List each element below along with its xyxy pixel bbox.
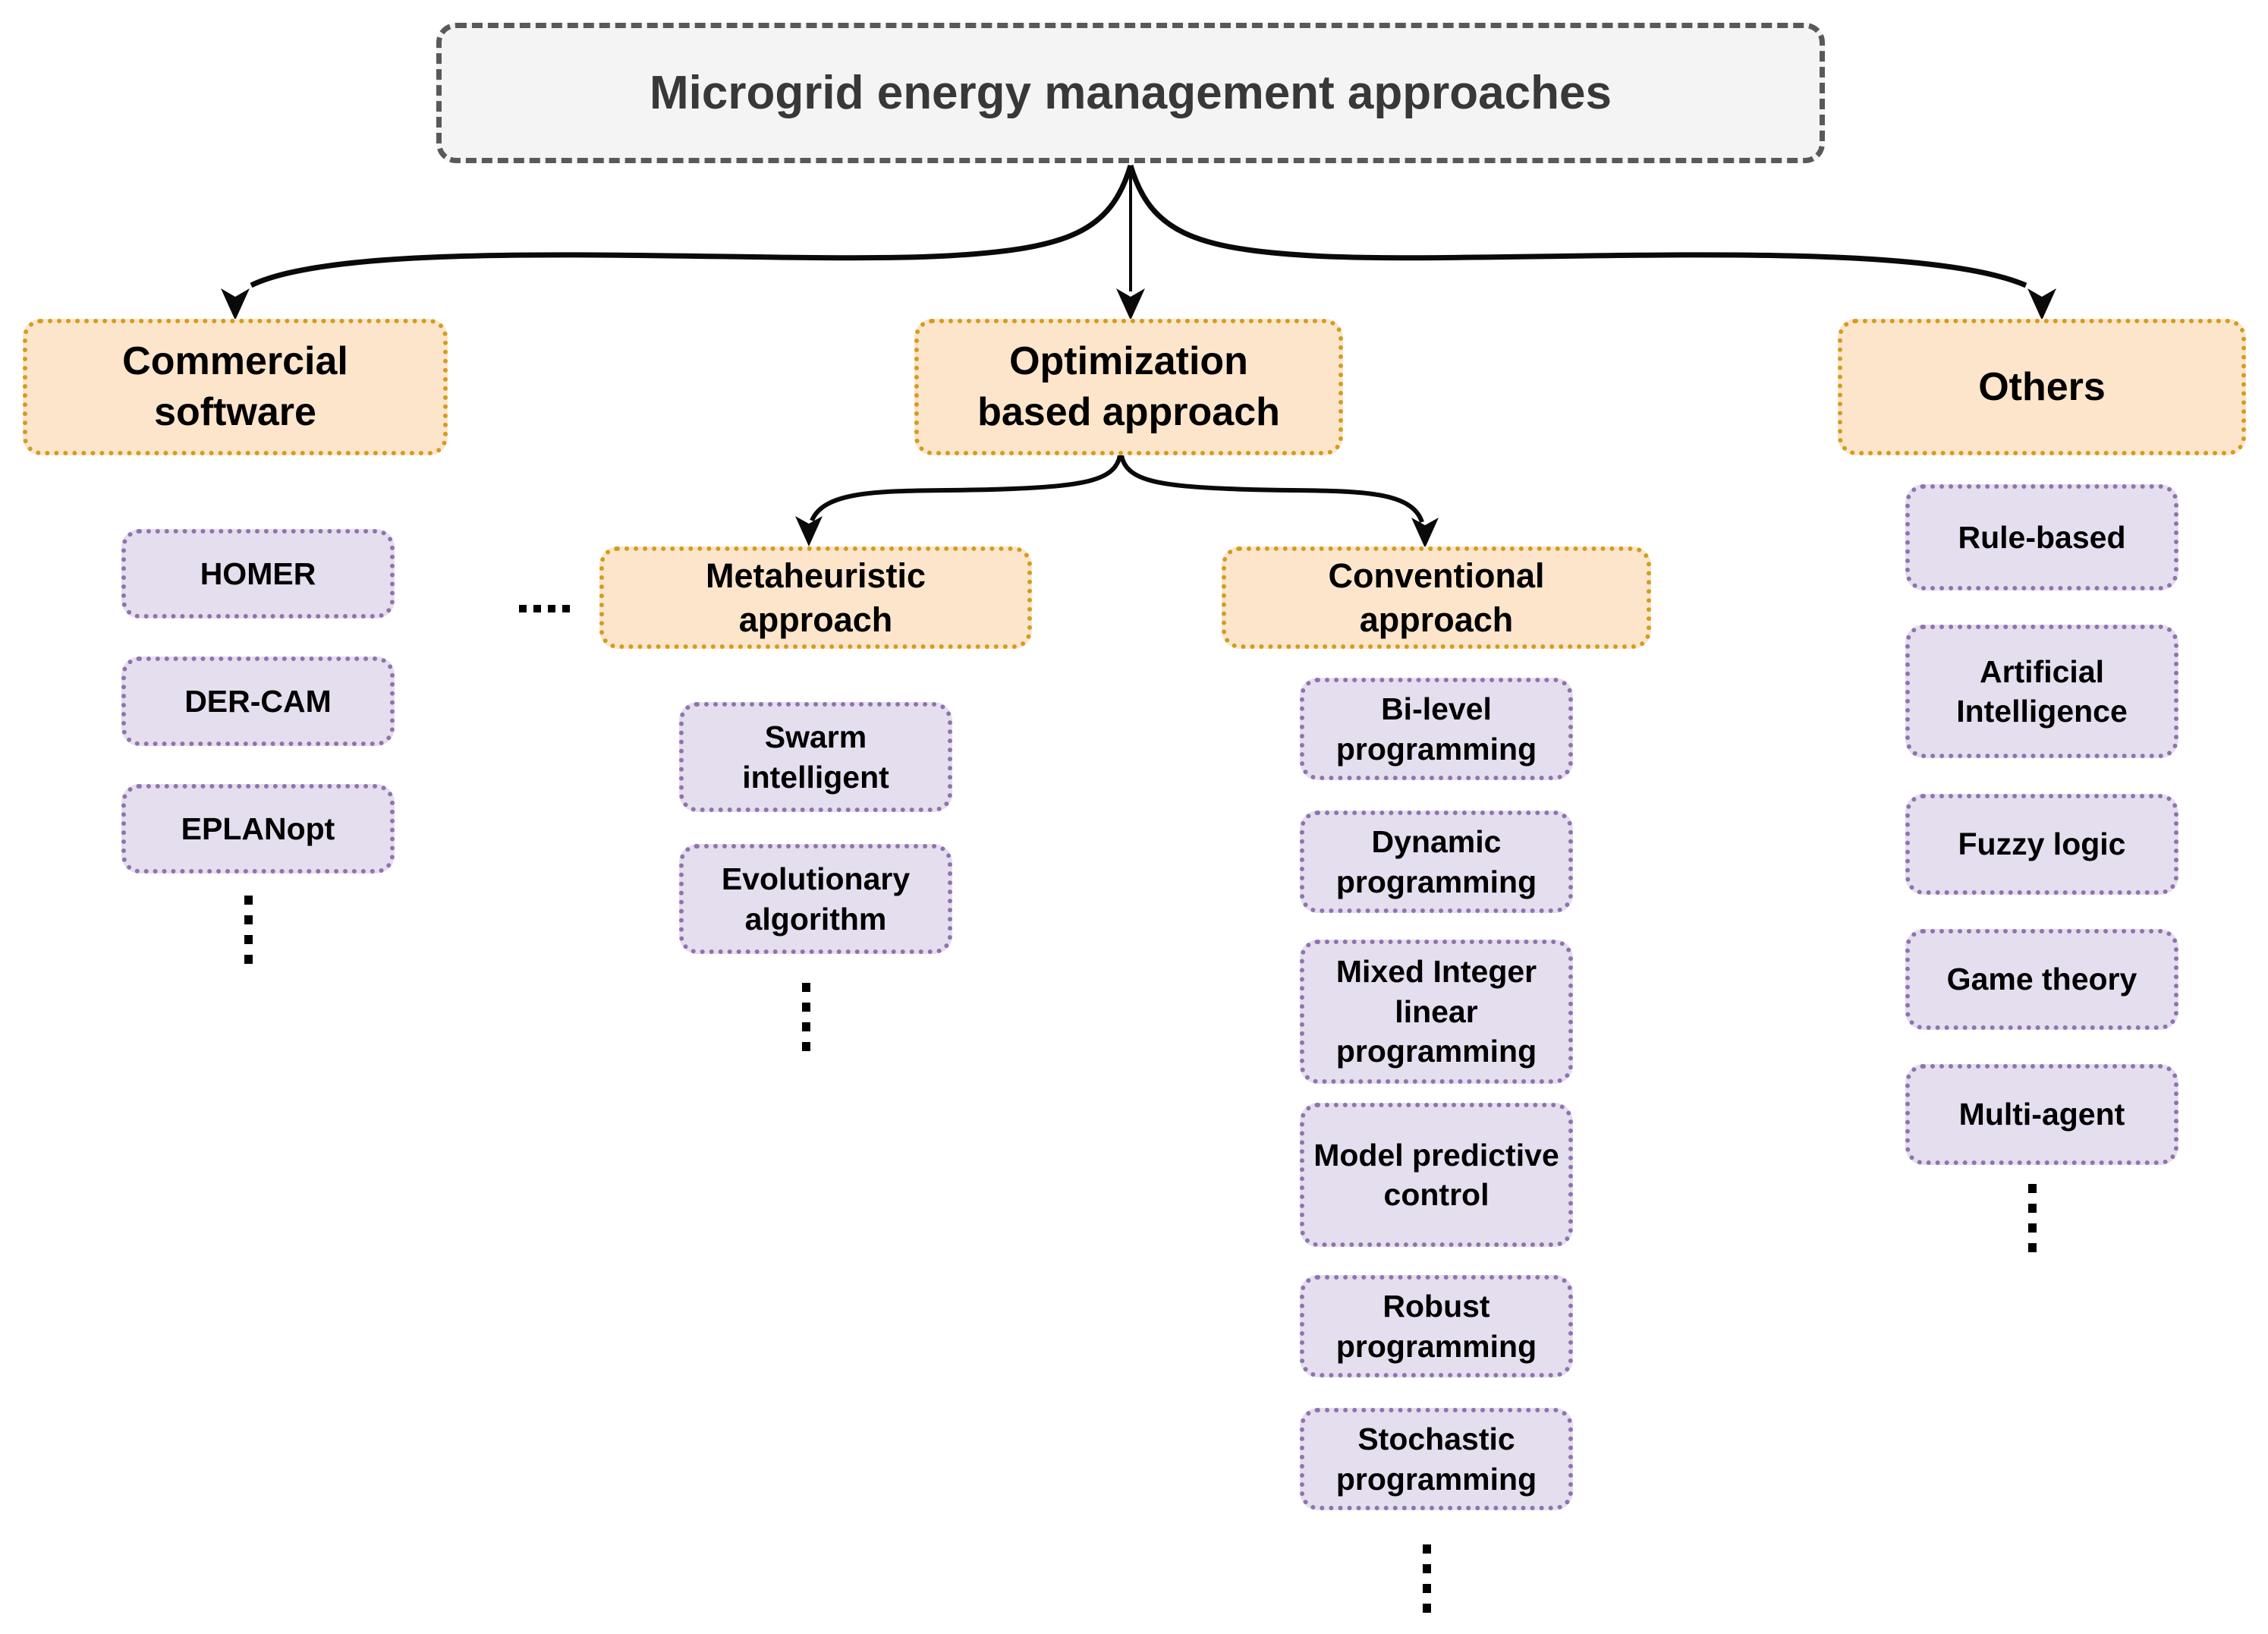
- node-homer: HOMER: [121, 529, 395, 619]
- horizontal-ellipsis-icon: [519, 605, 570, 612]
- node-artificial-intelligence: Artificial Intelligence: [1905, 625, 2178, 758]
- arrowhead-commercial: [221, 288, 250, 320]
- branch-commercial-software: Commercial software: [23, 319, 448, 455]
- node-fuzzy-logic: Fuzzy logic: [1905, 794, 2178, 895]
- subbranch-metaheuristic-approach: Metaheuristic approach: [599, 546, 1032, 649]
- node-model-predictive-control: Model predictive control: [1300, 1103, 1573, 1247]
- arrowhead-others: [2027, 288, 2056, 320]
- node-mixed-integer-linear-programming: Mixed Integer linear programming: [1300, 940, 1573, 1084]
- arrowhead-conventional: [1411, 518, 1439, 548]
- node-swarm-intelligent: Swarm intelligent: [679, 702, 952, 812]
- node-robust-programming: Robust programming: [1300, 1275, 1573, 1377]
- node-eplanopt: EPLANopt: [121, 784, 395, 874]
- node-bi-level-programming: Bi-level programming: [1300, 678, 1573, 780]
- arrow-root-to-commercial: [250, 164, 1134, 288]
- node-dynamic-programming: Dynamic programming: [1300, 811, 1573, 913]
- node-rule-based: Rule-based: [1905, 484, 2178, 590]
- node-evolutionary-algorithm: Evolutionary algorithm: [679, 844, 952, 954]
- arrowhead-optimization: [1116, 288, 1145, 320]
- subbranch-conventional-approach: Conventional approach: [1222, 546, 1651, 649]
- arrow-root-to-others: [1128, 164, 2027, 288]
- vertical-ellipsis-others-icon: [2028, 1184, 2037, 1252]
- arrow-optimization-to-metaheuristic: [810, 455, 1122, 522]
- arrowhead-metaheuristic: [795, 516, 823, 546]
- node-game-theory: Game theory: [1905, 929, 2178, 1030]
- node-der-cam: DER-CAM: [121, 656, 395, 746]
- arrow-optimization-to-conventional: [1119, 455, 1424, 524]
- branch-optimization-based-approach: Optimization based approach: [914, 319, 1343, 455]
- vertical-ellipsis-metaheuristic-icon: [802, 983, 810, 1051]
- node-multi-agent: Multi-agent: [1905, 1064, 2178, 1165]
- branch-others: Others: [1838, 319, 2246, 455]
- vertical-ellipsis-conventional-icon: [1423, 1544, 1431, 1613]
- vertical-ellipsis-commercial-icon: [244, 896, 253, 964]
- node-stochastic-programming: Stochastic programming: [1300, 1408, 1573, 1510]
- root-node: Microgrid energy management approaches: [436, 23, 1825, 163]
